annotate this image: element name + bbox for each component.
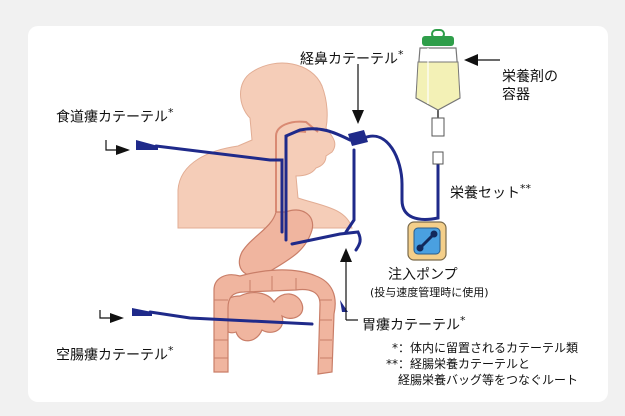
infusion-pump (408, 222, 446, 260)
label-nutrient-container-text: 栄養剤の 容器 (502, 69, 558, 103)
legend-note-2: **：経腸栄養カテーテルと (370, 356, 530, 372)
label-nutrient-set: 栄養セット** (450, 180, 531, 203)
label-infusion-pump-note-text: (投与速度管理時に使用) (370, 286, 489, 299)
legend-note-2-text: ：経腸栄養カテーテルと (398, 357, 530, 371)
label-gastric-catheter: 胃瘻カテーテル* (362, 312, 466, 335)
label-nutrient-container: 栄養剤の 容器 (502, 50, 558, 104)
legend-note-3: 経腸栄養バッグ等をつなぐルート (370, 372, 578, 388)
label-gastric-asterisk: * (460, 314, 466, 327)
legend-note-2-mark: ** (370, 356, 398, 372)
label-jejunal-asterisk: * (168, 344, 174, 357)
label-esophageal-asterisk: * (168, 106, 174, 119)
label-nutrient-set-asterisks: ** (520, 182, 531, 195)
legend-note-1-mark: * (370, 340, 398, 356)
drip-chamber (432, 118, 444, 136)
label-esophageal-catheter: 食道瘻カテーテル* (56, 104, 174, 127)
label-esophageal-catheter-text: 食道瘻カテーテル (56, 110, 168, 126)
label-infusion-pump-text: 注入ポンプ (388, 267, 458, 283)
roller-clamp (433, 152, 443, 164)
label-nutrient-set-text: 栄養セット (450, 186, 520, 202)
legend-note-3-text: 経腸栄養バッグ等をつなぐルート (398, 373, 578, 387)
label-gastric-catheter-text: 胃瘻カテーテル (362, 318, 460, 334)
label-infusion-pump-note: (投与速度管理時に使用) (370, 284, 489, 302)
label-infusion-pump: 注入ポンプ (388, 266, 458, 284)
label-jejunal-catheter: 空腸瘻カテーテル* (56, 342, 174, 365)
label-nasal-asterisk: * (398, 48, 404, 61)
label-nasal-catheter-text: 経鼻カテーテル (300, 52, 398, 68)
nutrient-bag (416, 30, 460, 110)
legend-note-1: *：体内に留置されるカテーテル類 (370, 340, 578, 356)
label-jejunal-catheter-text: 空腸瘻カテーテル (56, 348, 168, 364)
legend-note-1-text: ：体内に留置されるカテーテル類 (398, 341, 578, 355)
label-nasal-catheter: 経鼻カテーテル* (300, 46, 404, 69)
